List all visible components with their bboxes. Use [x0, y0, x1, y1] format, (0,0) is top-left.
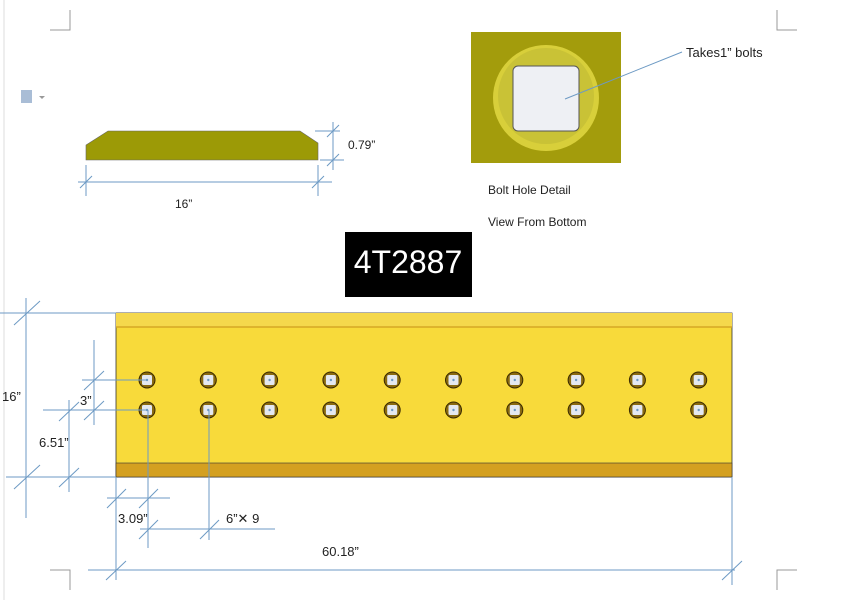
bolt-hole: [261, 401, 279, 419]
bolt-hole: [383, 401, 401, 419]
bolt-hole: [567, 401, 585, 419]
part-number-box: [345, 232, 472, 297]
hole-row-spacing-label: 3”: [80, 393, 92, 408]
hole-height-label: 6.51”: [39, 435, 69, 450]
hole-pitch-label: 6”✕ 9: [226, 511, 259, 526]
first-hole-offset-label: 3.09”: [118, 511, 148, 526]
profile-dimension-lines: [78, 122, 344, 196]
bolt-hole: [690, 401, 708, 419]
profile-length-label: 16”: [175, 197, 192, 211]
bolt-callout: Takes1” bolts: [686, 45, 763, 60]
blade-side-profile: [85, 130, 319, 161]
bolt-hole: [199, 401, 217, 419]
bolt-detail-title: Bolt Hole Detail: [488, 183, 571, 197]
blade-dimension-lines: [0, 298, 743, 585]
blade-length-label: 60.18”: [322, 544, 359, 559]
document-menu-icon[interactable]: [21, 90, 45, 103]
bolt-holes: [138, 371, 708, 419]
bolt-hole: [506, 371, 524, 389]
blade-height-label: 16”: [2, 389, 21, 404]
part-number: 4T2887: [354, 244, 463, 280]
blade-top-view: [115, 312, 733, 478]
bolt-hole: [567, 371, 585, 389]
bolt-hole: [628, 401, 646, 419]
bolt-leader-line: [564, 51, 683, 100]
bolt-detail-view: View From Bottom: [488, 215, 586, 229]
page-corner-marks: [50, 10, 797, 590]
bolt-hole: [322, 401, 340, 419]
bolt-hole: [383, 371, 401, 389]
bolt-hole-detail: [471, 32, 621, 163]
profile-thickness-label: 0.79”: [348, 138, 375, 152]
bolt-hole: [445, 401, 462, 419]
bolt-hole: [261, 371, 279, 389]
bolt-hole: [690, 371, 708, 389]
bolt-hole: [138, 371, 156, 389]
bolt-hole: [322, 371, 340, 389]
bolt-hole: [445, 371, 462, 389]
bolt-hole: [506, 401, 524, 419]
bolt-hole: [628, 371, 646, 389]
bolt-hole: [199, 371, 217, 389]
